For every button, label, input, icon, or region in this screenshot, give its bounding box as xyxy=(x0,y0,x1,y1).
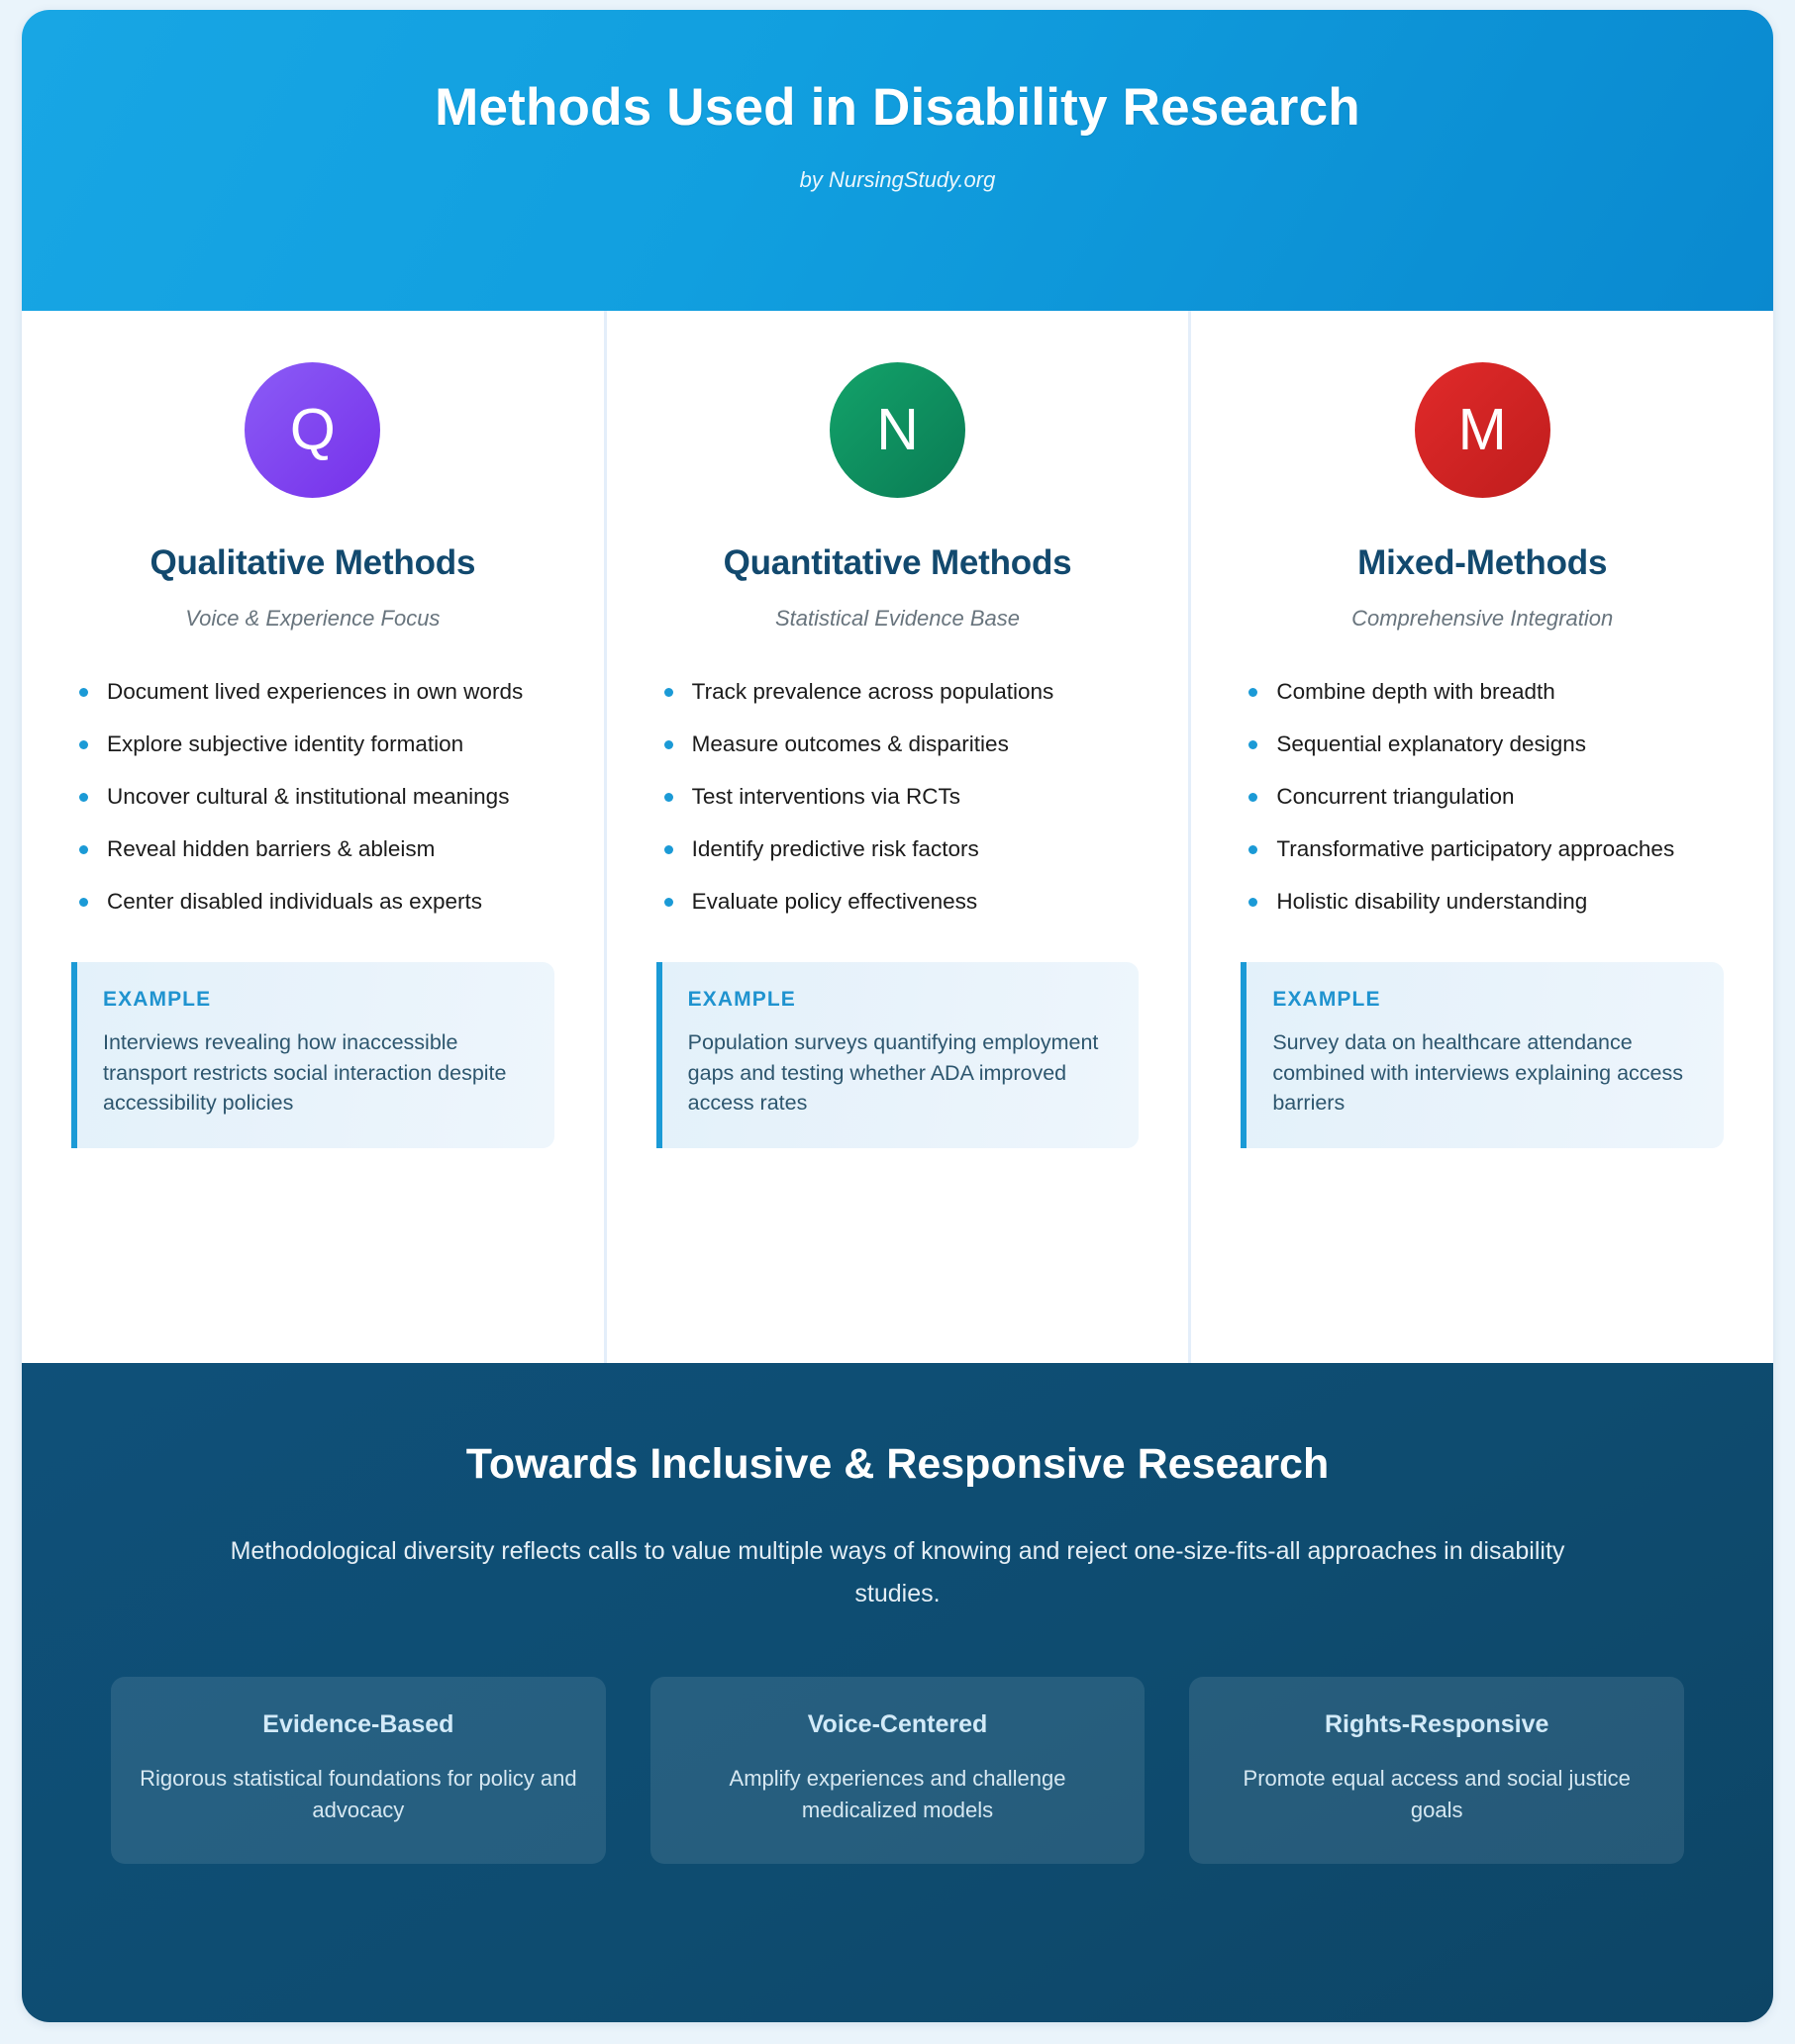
column-title: Qualitative Methods xyxy=(150,543,476,582)
pillar-text: Promote equal access and social justice … xyxy=(1243,1766,1631,1822)
list-item: Reveal hidden barriers & ableism xyxy=(71,833,554,864)
list-item: Transformative participatory approaches xyxy=(1241,833,1724,864)
pillar-text: Amplify experiences and challenge medica… xyxy=(729,1766,1066,1822)
example-callout: EXAMPLE Survey data on healthcare attend… xyxy=(1241,962,1725,1148)
list-item: Measure outcomes & disparities xyxy=(656,729,1140,759)
list-item: Track prevalence across populations xyxy=(656,676,1140,707)
column-title: Mixed-Methods xyxy=(1357,543,1608,582)
column-subtitle: Comprehensive Integration xyxy=(1351,606,1614,631)
list-item: Concurrent triangulation xyxy=(1241,781,1724,812)
list-item: Sequential explanatory designs xyxy=(1241,729,1724,759)
badge-letter: N xyxy=(876,397,919,462)
pillar-title: Evidence-Based xyxy=(262,1710,454,1738)
list-item: Document lived experiences in own words xyxy=(71,676,554,707)
infographic-sheet: Methods Used in Disability Research by N… xyxy=(22,10,1773,2022)
list-item: Explore subjective identity formation xyxy=(71,729,554,759)
quantitative-badge-icon: N xyxy=(830,362,965,498)
example-label: EXAMPLE xyxy=(103,988,212,1012)
page-title: Methods Used in Disability Research xyxy=(435,77,1360,137)
example-callout: EXAMPLE Population surveys quantifying e… xyxy=(655,962,1140,1148)
example-label: EXAMPLE xyxy=(1272,988,1381,1012)
example-text: Survey data on healthcare attendance com… xyxy=(1272,1030,1684,1116)
pillar-card-voice-centered: Voice-Centered Amplify experiences and c… xyxy=(649,1677,1146,1864)
method-column-qualitative: Q Qualitative Methods Voice & Experience… xyxy=(22,311,604,1363)
column-subtitle: Statistical Evidence Base xyxy=(774,606,1021,631)
pillar-card-evidence-based: Evidence-Based Rigorous statistical foun… xyxy=(111,1677,606,1864)
list-item: Evaluate policy effectiveness xyxy=(656,886,1140,917)
pillar-card-rights-responsive: Rights-Responsive Promote equal access a… xyxy=(1189,1677,1685,1864)
footer-title: Towards Inclusive & Responsive Research xyxy=(465,1440,1330,1488)
badge-letter: Q xyxy=(289,397,336,462)
column-bullet-list: Document lived experiences in own words … xyxy=(71,676,554,938)
method-column-mixed: M Mixed-Methods Comprehensive Integratio… xyxy=(1188,311,1773,1363)
example-text: Interviews revealing how inaccessible tr… xyxy=(103,1030,507,1116)
list-item: Holistic disability understanding xyxy=(1241,886,1724,917)
footer-section: Towards Inclusive & Responsive Research … xyxy=(22,1363,1773,2022)
footer-pillars: Evidence-Based Rigorous statistical foun… xyxy=(81,1677,1714,1864)
column-subtitle: Voice & Experience Focus xyxy=(185,606,441,631)
list-item: Center disabled individuals as experts xyxy=(71,886,554,917)
pillar-title: Rights-Responsive xyxy=(1324,1710,1549,1738)
example-label: EXAMPLE xyxy=(687,988,796,1012)
column-title: Quantitative Methods xyxy=(723,543,1072,582)
example-callout: EXAMPLE Interviews revealing how inacces… xyxy=(71,962,554,1148)
list-item: Test interventions via RCTs xyxy=(656,781,1140,812)
example-text: Population surveys quantifying employmen… xyxy=(687,1030,1099,1116)
header-byline: by NursingStudy.org xyxy=(799,166,996,192)
method-column-quantitative: N Quantitative Methods Statistical Evide… xyxy=(603,311,1189,1363)
methods-columns: Q Qualitative Methods Voice & Experience… xyxy=(22,311,1773,1363)
pillar-title: Voice-Centered xyxy=(807,1710,988,1738)
header-banner: Methods Used in Disability Research by N… xyxy=(22,10,1773,311)
column-bullet-list: Combine depth with breadth Sequential ex… xyxy=(1241,676,1724,938)
footer-text: Methodological diversity reflects calls … xyxy=(230,1537,1565,1607)
badge-letter: M xyxy=(1457,397,1507,462)
mixed-methods-badge-icon: M xyxy=(1414,362,1550,498)
list-item: Combine depth with breadth xyxy=(1241,676,1724,707)
list-item: Uncover cultural & institutional meaning… xyxy=(71,781,554,812)
list-item: Identify predictive risk factors xyxy=(656,833,1140,864)
pillar-text: Rigorous statistical foundations for pol… xyxy=(140,1766,577,1822)
qualitative-badge-icon: Q xyxy=(245,362,381,498)
column-bullet-list: Track prevalence across populations Meas… xyxy=(656,676,1140,938)
